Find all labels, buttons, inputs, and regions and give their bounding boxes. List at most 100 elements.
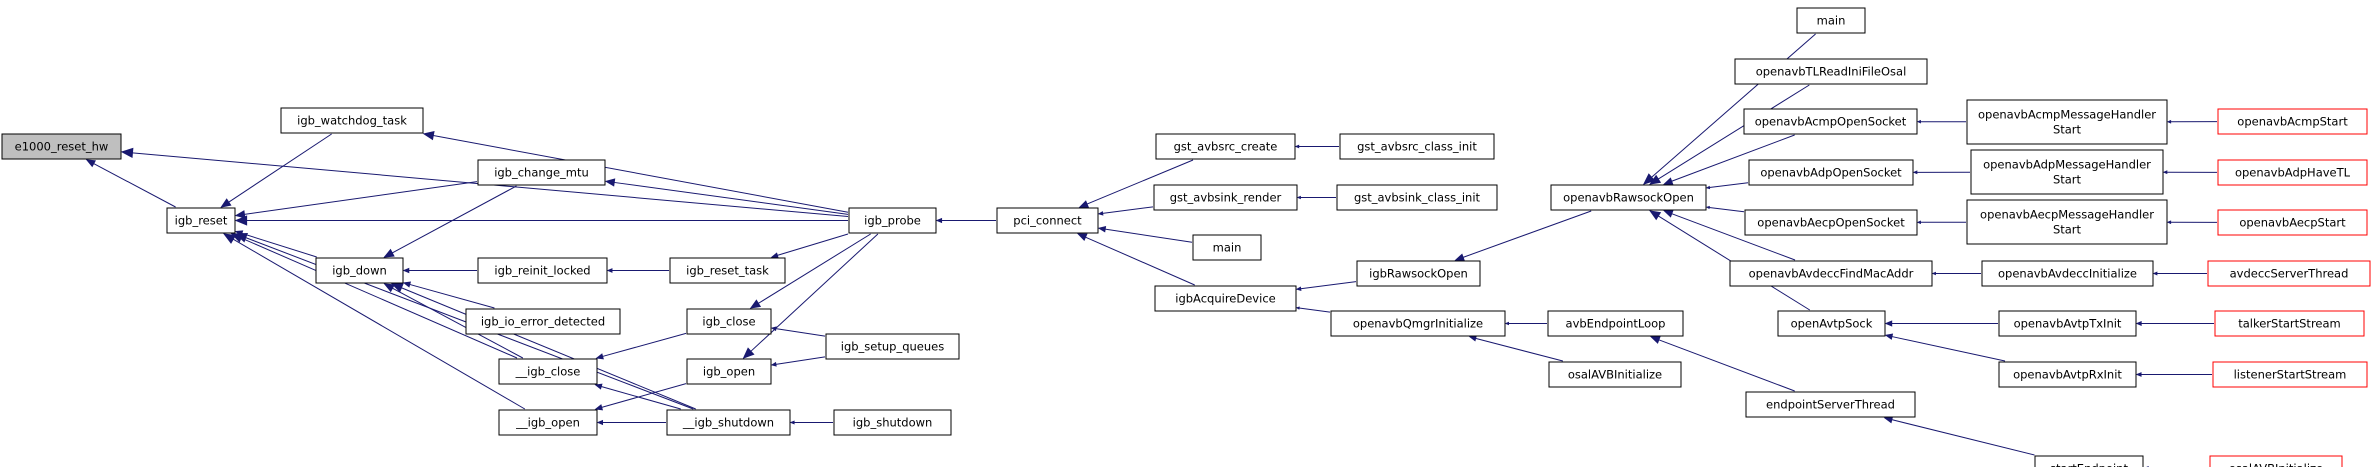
node-box[interactable] bbox=[1336, 184, 1498, 211]
node-igb_reset_task[interactable]: igb_reset_task bbox=[669, 257, 786, 284]
node-__igb_open[interactable]: __igb_open bbox=[498, 409, 598, 436]
node-gst_avbsink_render[interactable]: gst_avbsink_render bbox=[1153, 184, 1298, 211]
node-box[interactable] bbox=[1966, 99, 2168, 145]
node-box[interactable] bbox=[1729, 260, 1933, 287]
node-box[interactable] bbox=[1192, 234, 1262, 261]
node-talkerStartStream[interactable]: talkerStartStream bbox=[2214, 310, 2365, 337]
node-igb_open[interactable]: igb_open bbox=[686, 358, 772, 385]
node-box[interactable] bbox=[2209, 455, 2343, 467]
node-box[interactable] bbox=[477, 257, 608, 284]
node-igb_watchdog_task[interactable]: igb_watchdog_task bbox=[280, 107, 424, 134]
node-box[interactable] bbox=[1981, 260, 2154, 287]
node-box[interactable] bbox=[280, 107, 424, 134]
node-igb_change_mtu[interactable]: igb_change_mtu bbox=[477, 159, 606, 186]
node-box[interactable] bbox=[1734, 58, 1928, 85]
node-pci_connect[interactable]: pci_connect bbox=[996, 207, 1099, 234]
node-box[interactable] bbox=[1153, 184, 1298, 211]
node-openavbQmgrInitialize[interactable]: openavbQmgrInitialize bbox=[1330, 310, 1506, 337]
node-box[interactable] bbox=[1154, 285, 1297, 312]
node-openavbAdpHaveTL[interactable]: openavbAdpHaveTL bbox=[2217, 159, 2368, 186]
node-box[interactable] bbox=[1998, 361, 2137, 388]
node-main_1[interactable]: main bbox=[1192, 234, 1262, 261]
node-igb_shutdown[interactable]: igb_shutdown bbox=[833, 409, 952, 436]
node-gst_avbsrc_create[interactable]: gst_avbsrc_create bbox=[1155, 133, 1296, 160]
node-openavbAvtpTxInit[interactable]: openavbAvtpTxInit bbox=[1998, 310, 2137, 337]
node-igb_setup_queues[interactable]: igb_setup_queues bbox=[825, 333, 960, 360]
node-box[interactable] bbox=[166, 207, 236, 234]
node-box[interactable] bbox=[666, 409, 791, 436]
node-box[interactable] bbox=[1998, 310, 2137, 337]
node-openavbAdpOpenSocket[interactable]: openavbAdpOpenSocket bbox=[1748, 159, 1914, 186]
node-openavbAcmpStart[interactable]: openavbAcmpStart bbox=[2217, 108, 2368, 135]
node-openavbAecpOpenSocket[interactable]: openavbAecpOpenSocket bbox=[1744, 209, 1918, 236]
node-box[interactable] bbox=[1548, 361, 1682, 388]
node-box[interactable] bbox=[1796, 7, 1866, 34]
node-box[interactable] bbox=[1330, 310, 1506, 337]
node-avdeccServerThread[interactable]: avdeccServerThread bbox=[2207, 260, 2371, 287]
node-box[interactable] bbox=[1744, 209, 1918, 236]
node-box[interactable] bbox=[2217, 108, 2368, 135]
node-openavbRawsockOpen[interactable]: openavbRawsockOpen bbox=[1550, 184, 1707, 211]
node-box[interactable] bbox=[2214, 310, 2365, 337]
node-startEndpoint[interactable]: startEndpoint bbox=[2034, 455, 2144, 467]
node-e1000_reset_hw[interactable]: e1000_reset_hw bbox=[1, 133, 122, 160]
node-openAvtpSock[interactable]: openAvtpSock bbox=[1777, 310, 1886, 337]
node-gst_avbsink_class_init[interactable]: gst_avbsink_class_init bbox=[1336, 184, 1498, 211]
node-__igb_shutdown[interactable]: __igb_shutdown bbox=[666, 409, 791, 436]
node-igb_reset[interactable]: igb_reset bbox=[166, 207, 236, 234]
node-box[interactable] bbox=[1, 133, 122, 160]
node-box[interactable] bbox=[1966, 199, 2168, 245]
node-box[interactable] bbox=[1547, 310, 1684, 337]
node-listenerStartStream[interactable]: listenerStartStream bbox=[2212, 361, 2368, 388]
node-box[interactable] bbox=[996, 207, 1099, 234]
node-main_2[interactable]: main bbox=[1796, 7, 1866, 34]
node-box[interactable] bbox=[2212, 361, 2368, 388]
node-box[interactable] bbox=[686, 308, 772, 335]
node-osalAVBInitialize_2[interactable]: osalAVBInitialize bbox=[2209, 455, 2343, 467]
node-__igb_close[interactable]: __igb_close bbox=[498, 358, 598, 385]
node-endpointServerThread[interactable]: endpointServerThread bbox=[1745, 391, 1916, 418]
node-gst_avbsrc_class_init[interactable]: gst_avbsrc_class_init bbox=[1339, 133, 1495, 160]
node-box[interactable] bbox=[848, 207, 937, 234]
node-osalAVBInitialize_1[interactable]: osalAVBInitialize bbox=[1548, 361, 1682, 388]
node-avbEndpointLoop[interactable]: avbEndpointLoop bbox=[1547, 310, 1684, 337]
node-box[interactable] bbox=[2207, 260, 2371, 287]
node-box[interactable] bbox=[1550, 184, 1707, 211]
node-box[interactable] bbox=[315, 257, 404, 284]
node-box[interactable] bbox=[498, 409, 598, 436]
node-box[interactable] bbox=[669, 257, 786, 284]
node-box[interactable] bbox=[825, 333, 960, 360]
node-box[interactable] bbox=[1339, 133, 1495, 160]
node-igb_down[interactable]: igb_down bbox=[315, 257, 404, 284]
node-box[interactable] bbox=[465, 308, 621, 335]
node-igbRawsockOpen[interactable]: igbRawsockOpen bbox=[1356, 260, 1481, 287]
node-box[interactable] bbox=[1356, 260, 1481, 287]
node-box[interactable] bbox=[2217, 159, 2368, 186]
node-igb_probe[interactable]: igb_probe bbox=[848, 207, 937, 234]
node-box[interactable] bbox=[1155, 133, 1296, 160]
node-igbAcquireDevice[interactable]: igbAcquireDevice bbox=[1154, 285, 1297, 312]
node-box[interactable] bbox=[1777, 310, 1886, 337]
node-box[interactable] bbox=[1748, 159, 1914, 186]
node-openavbAvdeccInitialize[interactable]: openavbAvdeccInitialize bbox=[1981, 260, 2154, 287]
node-box[interactable] bbox=[2034, 455, 2144, 467]
node-box[interactable] bbox=[1745, 391, 1916, 418]
node-box[interactable] bbox=[686, 358, 772, 385]
node-igb_reinit_locked[interactable]: igb_reinit_locked bbox=[477, 257, 608, 284]
node-openavbTLReadIniFileOsal[interactable]: openavbTLReadIniFileOsal bbox=[1734, 58, 1928, 85]
node-box[interactable] bbox=[498, 358, 598, 385]
node-box[interactable] bbox=[477, 159, 606, 186]
node-openavbAcmpOpenSocket[interactable]: openavbAcmpOpenSocket bbox=[1743, 108, 1918, 135]
node-box[interactable] bbox=[833, 409, 952, 436]
node-openavbAvdeccFindMacAddr[interactable]: openavbAvdeccFindMacAddr bbox=[1729, 260, 1933, 287]
node-box[interactable] bbox=[1970, 149, 2164, 195]
node-openavbAecpStart[interactable]: openavbAecpStart bbox=[2217, 209, 2368, 236]
node-igb_close[interactable]: igb_close bbox=[686, 308, 772, 335]
node-igb_io_error_detected[interactable]: igb_io_error_detected bbox=[465, 308, 621, 335]
node-box[interactable] bbox=[2217, 209, 2368, 236]
node-box[interactable] bbox=[1743, 108, 1918, 135]
node-openavbAvtpRxInit[interactable]: openavbAvtpRxInit bbox=[1998, 361, 2137, 388]
